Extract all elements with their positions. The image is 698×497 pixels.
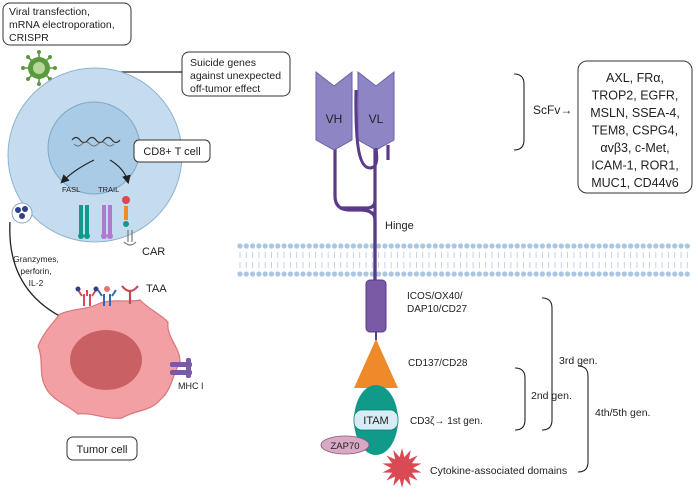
costim1-line-2: DAP10/CD27 — [407, 304, 467, 315]
scfv-label: ScFv→ — [533, 103, 572, 117]
cd3z-label: CD3ζ→ 1st gen. — [410, 416, 483, 427]
vh-domain: VH — [315, 70, 353, 151]
gen2-label: 2nd gen. — [531, 390, 572, 402]
fasl-label: FASL — [62, 185, 80, 194]
cell-membrane — [237, 243, 690, 277]
t-cell — [7, 67, 183, 243]
mhc-i-icon — [170, 358, 192, 378]
scfv-bracket — [513, 73, 525, 151]
zap70-badge — [320, 435, 370, 455]
car-label: CAR — [142, 246, 165, 258]
target-line: αvβ3, c-Met, — [600, 141, 669, 155]
cell-label: CD8+ T cell — [143, 146, 200, 158]
gen3-bracket — [541, 297, 553, 431]
targets-box: AXL, FRα, TROP2, EGFR, MSLN, SSEA-4, TEM8, … — [577, 60, 693, 194]
itam-box — [353, 409, 399, 431]
suicide-line-2: against unexpected — [190, 70, 281, 82]
vl-label: VL — [369, 112, 384, 126]
t-cell-receptors — [11, 196, 137, 246]
taa-label: TAA — [146, 283, 167, 295]
vh-label: VH — [326, 112, 343, 126]
virus-icon — [21, 50, 57, 86]
tumor-label: Tumor cell — [77, 444, 128, 456]
gen2-bracket — [514, 367, 526, 431]
suicide-genes-box: Suicide genes against unexpected off-tum… — [181, 51, 291, 97]
costim-domain-2 — [354, 339, 398, 388]
costim-domain-1 — [365, 279, 387, 333]
tumor-label-box: Tumor cell — [66, 436, 138, 461]
granzymes-line-3: IL-2 — [29, 278, 44, 288]
suicide-line-1: Suicide genes — [190, 57, 256, 69]
cell-label-box: CD8+ T cell — [133, 139, 211, 163]
vl-domain: VL — [357, 70, 395, 151]
gen3-label: 3rd gen. — [559, 355, 598, 367]
tumor-antigens — [75, 285, 139, 306]
target-line: AXL, FRα, — [606, 71, 664, 85]
target-line: MUC1, CD44v6 — [591, 176, 679, 190]
tumor-cell — [37, 299, 181, 419]
delivery-box: Viral transfection, mRNA electroporation… — [2, 2, 132, 46]
granzymes-line-2: perforin, — [20, 266, 51, 276]
gen45-bracket — [577, 365, 589, 473]
target-line: MSLN, SSEA-4, — [590, 106, 680, 120]
mhc-label: MHC I — [178, 381, 204, 391]
delivery-line-2: mRNA electroporation, — [9, 19, 115, 31]
target-line: TEM8, CSPG4, — [592, 124, 678, 138]
costim1-line-1: ICOS/OX40/ — [407, 291, 463, 302]
hinge-label: Hinge — [385, 220, 414, 232]
delivery-line-1: Viral transfection, — [9, 6, 90, 18]
gen45-label: 4th/5th gen. — [595, 407, 650, 419]
zap70-label: ZAP70 — [330, 441, 359, 452]
itam-label: ITAM — [363, 415, 388, 427]
granzymes-line-1: Granzymes, — [13, 254, 59, 264]
suicide-line-3: off-tumor effect — [190, 83, 260, 95]
cytokine-label: Cytokine-associated domains — [430, 465, 567, 477]
target-line: TROP2, EGFR, — [592, 89, 679, 103]
delivery-line-3: CRISPR — [9, 32, 49, 44]
cytokine-domain — [382, 448, 422, 488]
trail-label: TRAIL — [98, 185, 119, 194]
costim2-label: CD137/CD28 — [408, 358, 468, 369]
target-line: ICAM-1, ROR1, — [591, 159, 679, 173]
